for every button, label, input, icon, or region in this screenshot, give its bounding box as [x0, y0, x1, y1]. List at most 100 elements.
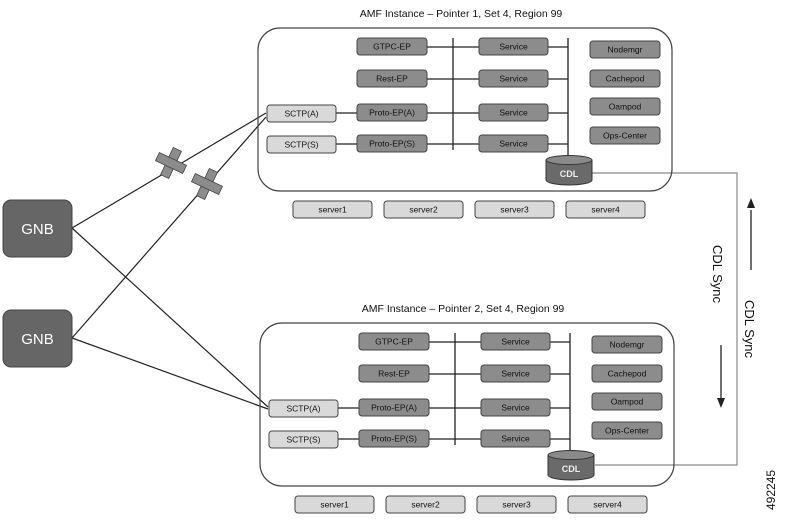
gnb-node[interactable]: GNB	[2, 199, 73, 258]
cdl-label: CDL	[560, 169, 579, 179]
server-box[interactable]: server2	[383, 200, 464, 219]
endpoint-box-label: Proto-EP(A)	[369, 108, 415, 118]
service-box-label: Service	[499, 74, 528, 84]
sctp-box[interactable]: SCTP(A)	[268, 399, 339, 418]
service-box-label: Service	[501, 337, 530, 347]
pod-box-label: Oampod	[611, 397, 644, 407]
endpoint-box-label: GTPC-EP	[375, 337, 413, 347]
arrow-up-icon	[747, 198, 755, 208]
server-box-label: server1	[318, 205, 347, 215]
pod-box[interactable]: Cachepod	[589, 69, 661, 88]
link-gnb2-inst1	[71, 116, 267, 339]
server-box-label: server1	[320, 500, 349, 510]
pod-box[interactable]: Nodemgr	[589, 40, 661, 59]
pod-box-label: Nodemgr	[610, 340, 645, 350]
server-box-label: server3	[500, 205, 529, 215]
server-box[interactable]: server1	[292, 200, 373, 219]
pod-box[interactable]: Oampod	[591, 392, 663, 411]
pod-box[interactable]: Ops-Center	[591, 421, 663, 440]
endpoint-box[interactable]: GTPC-EP	[356, 37, 428, 56]
service-box[interactable]: Service	[478, 69, 549, 88]
server-box[interactable]: server1	[294, 495, 375, 514]
server-box[interactable]: server4	[565, 200, 646, 219]
service-box-label: Service	[501, 369, 530, 379]
cdl-database-icon[interactable]: CDL	[545, 155, 593, 186]
amf-instance-1: AMF Instance – Pointer 1, Set 4, Region …	[257, 8, 673, 219]
sctp-box-label: SCTP(S)	[285, 140, 319, 150]
sctp-box-label: SCTP(A)	[287, 404, 321, 414]
service-box-label: Service	[499, 108, 528, 118]
server-box-label: server2	[411, 500, 440, 510]
server-box-label: server4	[591, 205, 620, 215]
cross-icon	[190, 167, 224, 201]
gnb-label: GNB	[21, 331, 54, 348]
service-box[interactable]: Service	[478, 103, 549, 122]
endpoint-box-label: Proto-EP(S)	[371, 434, 417, 444]
endpoint-box[interactable]: Rest-EP	[358, 364, 430, 383]
figure-number: 492245	[764, 470, 778, 510]
endpoint-box[interactable]: Proto-EP(A)	[358, 398, 430, 417]
endpoint-box-label: Proto-EP(S)	[369, 139, 415, 149]
pod-box[interactable]: Cachepod	[591, 364, 663, 383]
instance-container	[259, 322, 675, 487]
pod-box[interactable]: Oampod	[589, 97, 661, 116]
cdl-database-icon[interactable]: CDL	[547, 450, 595, 481]
pod-box-label: Cachepod	[606, 74, 645, 84]
service-box[interactable]: Service	[478, 134, 549, 153]
sctp-box[interactable]: SCTP(S)	[266, 135, 337, 154]
cdl-label: CDL	[562, 464, 581, 474]
cdl-sync-link	[592, 172, 738, 466]
endpoint-box[interactable]: Rest-EP	[356, 69, 428, 88]
server-box-label: server4	[593, 500, 622, 510]
sync-right-label: CDL Sync	[742, 300, 757, 359]
service-box[interactable]: Service	[480, 398, 551, 417]
instance-container	[257, 27, 673, 192]
endpoint-box[interactable]: Proto-EP(S)	[358, 429, 430, 448]
pod-box-label: Ops-Center	[603, 131, 647, 141]
sync-left: CDL Sync	[710, 245, 725, 408]
instance-title: AMF Instance – Pointer 1, Set 4, Region …	[360, 8, 563, 20]
sctp-box[interactable]: SCTP(S)	[268, 430, 339, 449]
sctp-box-label: SCTP(A)	[285, 109, 319, 119]
endpoint-box-label: Proto-EP(A)	[371, 403, 417, 413]
service-box-label: Service	[499, 139, 528, 149]
endpoint-box-label: Rest-EP	[376, 74, 408, 84]
service-box[interactable]: Service	[480, 332, 551, 351]
pod-box[interactable]: Nodemgr	[591, 335, 663, 354]
server-box[interactable]: server3	[474, 200, 555, 219]
instance-title: AMF Instance – Pointer 2, Set 4, Region …	[362, 303, 565, 315]
server-box[interactable]: server4	[567, 495, 648, 514]
sctp-box-label: SCTP(S)	[287, 435, 321, 445]
link-gnb1-inst2	[71, 227, 269, 408]
sync-right: CDL Sync	[742, 198, 757, 359]
service-box[interactable]: Service	[480, 364, 551, 383]
endpoint-box[interactable]: Proto-EP(A)	[356, 103, 428, 122]
pod-box[interactable]: Ops-Center	[589, 126, 661, 145]
service-box[interactable]: Service	[478, 37, 549, 56]
cross-icon	[154, 146, 188, 180]
server-box-label: server3	[502, 500, 531, 510]
service-box-label: Service	[501, 434, 530, 444]
link-gnb2-inst2	[71, 337, 269, 410]
arrow-down-icon	[717, 398, 725, 408]
sync-left-label: CDL Sync	[710, 245, 725, 304]
endpoint-box-label: GTPC-EP	[373, 42, 411, 52]
service-box[interactable]: Service	[480, 429, 551, 448]
server-box[interactable]: server3	[476, 495, 557, 514]
gnb-node[interactable]: GNB	[2, 309, 73, 368]
server-box[interactable]: server2	[385, 495, 466, 514]
endpoint-box-label: Rest-EP	[378, 369, 410, 379]
endpoint-box[interactable]: GTPC-EP	[358, 332, 430, 351]
pod-box-label: Cachepod	[608, 369, 647, 379]
gnb-label: GNB	[21, 221, 54, 238]
pod-box-label: Oampod	[609, 102, 642, 112]
service-box-label: Service	[499, 42, 528, 52]
service-box-label: Service	[501, 403, 530, 413]
amf-instance-2: AMF Instance – Pointer 2, Set 4, Region …	[259, 303, 675, 514]
pod-box-label: Ops-Center	[605, 426, 649, 436]
sctp-box[interactable]: SCTP(A)	[266, 104, 337, 123]
endpoint-box[interactable]: Proto-EP(S)	[356, 134, 428, 153]
server-box-label: server2	[409, 205, 438, 215]
pod-box-label: Nodemgr	[608, 45, 643, 55]
